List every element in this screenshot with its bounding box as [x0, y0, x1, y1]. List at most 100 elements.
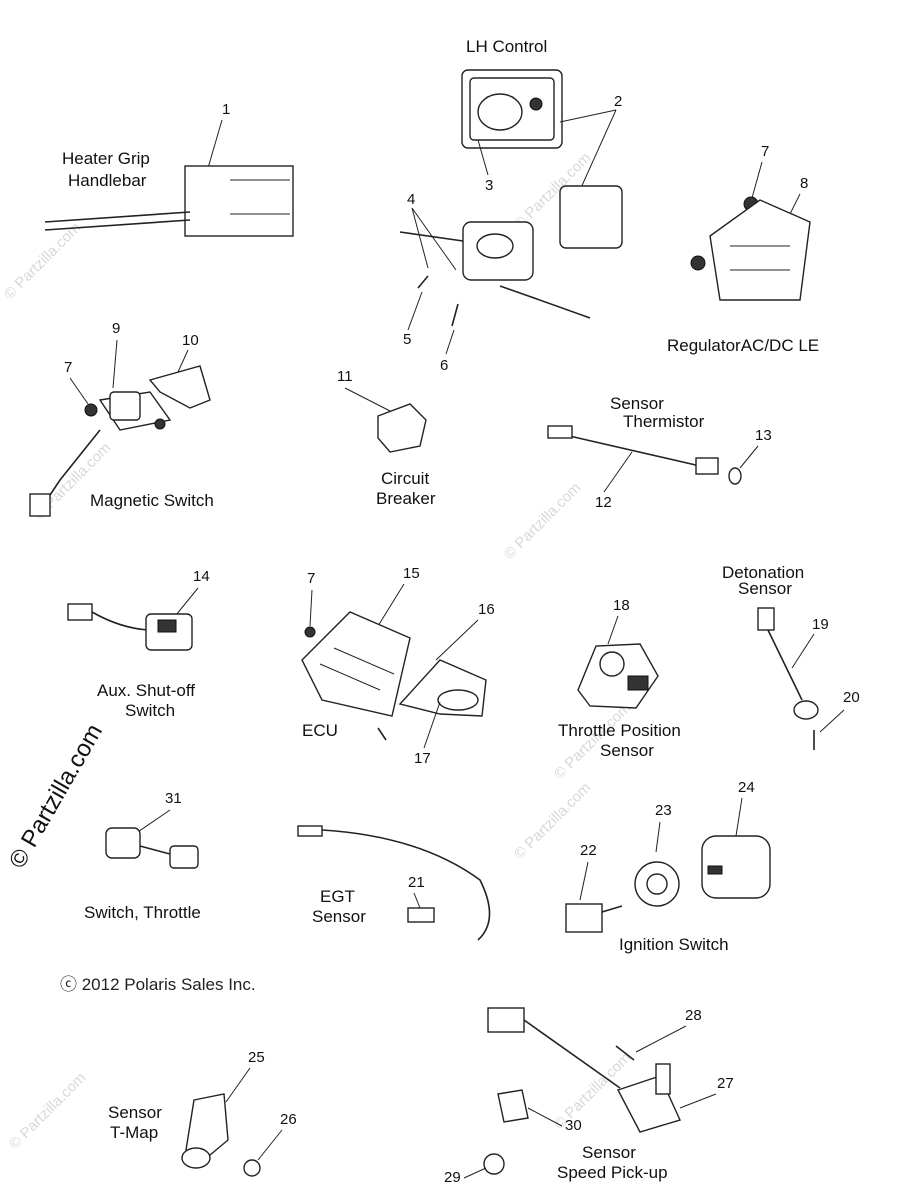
- detonation-plug: [757, 607, 775, 631]
- leader-13: [739, 445, 759, 469]
- speed-bolt: [615, 1045, 635, 1061]
- ecu-label: ECU: [302, 721, 338, 740]
- lh-control-cover: [559, 185, 623, 249]
- leader-21: [413, 892, 421, 909]
- regulator-label: RegulatorAC/DC LE: [667, 336, 819, 355]
- leader-25: [225, 1067, 251, 1103]
- switch-nut: [84, 403, 98, 417]
- leader-7b: [69, 377, 89, 405]
- thermistor-plug: [547, 425, 573, 439]
- copyright-note: ⓒ 2012 Polaris Sales Inc.: [60, 975, 256, 994]
- throttle-switch-wire: [139, 845, 171, 855]
- leader-23: [655, 821, 661, 853]
- aux-label-line2: Switch: [125, 701, 175, 720]
- leader-15: [377, 583, 405, 627]
- thermistor-group: Sensor Thermistor 13 12: [547, 394, 772, 511]
- egt-wire: [321, 829, 491, 941]
- ignition-group: 24 23 22 Ignition Switch: [565, 779, 771, 954]
- callout-17: 17: [414, 750, 431, 767]
- callout-3: 3: [485, 177, 493, 194]
- ecu-group: 7 15 16 ECU 17: [301, 565, 495, 767]
- aux-wire: [91, 611, 149, 631]
- callout-6: 6: [440, 357, 448, 374]
- callout-1: 1: [222, 101, 230, 118]
- callout-20: 20: [843, 689, 860, 706]
- magnetic-switch-group: 9 10 7 Magnetic Switch: [29, 320, 214, 517]
- callout-16: 16: [478, 601, 495, 618]
- lh-control-switch: [477, 93, 523, 131]
- leader-17: [423, 701, 441, 749]
- leader-18: [607, 615, 619, 645]
- leader-20: [819, 709, 845, 733]
- detonation-label-line1: Detonation: [722, 563, 804, 582]
- lh-control-knob: [476, 233, 514, 259]
- lh-control-button: [529, 97, 543, 111]
- callout-2: 2: [614, 93, 622, 110]
- callout-24: 24: [738, 779, 755, 796]
- speed-clip: [497, 1089, 529, 1123]
- speed-plug: [487, 1007, 525, 1033]
- callout-4: 4: [407, 191, 415, 208]
- tmap-flange: [181, 1147, 211, 1169]
- magnetic-switch-label: Magnetic Switch: [90, 491, 214, 510]
- speed-label-line1: Sensor: [582, 1143, 636, 1162]
- brake-lever: [499, 285, 591, 319]
- leader-30: [527, 1107, 563, 1127]
- ecu-ribs: [319, 647, 395, 691]
- leader-12: [603, 451, 633, 493]
- heater-grip-group: Heater Grip Handlebar 1: [44, 101, 294, 237]
- callout-8: 8: [800, 175, 808, 192]
- aux-label-line1: Aux. Shut-off: [97, 681, 195, 700]
- thermistor-wire: [551, 431, 701, 467]
- ignition-keyway: [707, 865, 723, 875]
- leader-6: [445, 329, 455, 355]
- ignition-nut-hole: [646, 873, 668, 895]
- tmap-group: 25 Sensor T-Map 26: [108, 1049, 297, 1177]
- heater-label-line1: Heater Grip: [62, 149, 150, 168]
- callout-10: 10: [182, 332, 199, 349]
- throttle-switch-plug: [169, 845, 199, 869]
- callout-25: 25: [248, 1049, 265, 1066]
- callout-12: 12: [595, 494, 612, 511]
- tps-body: [577, 643, 659, 709]
- ecu-body: [301, 611, 411, 717]
- throttle-switch-body: [105, 827, 141, 859]
- ignition-label: Ignition Switch: [619, 935, 729, 954]
- magnetic-switch-body: [109, 391, 141, 421]
- callout-14: 14: [193, 568, 210, 585]
- detonation-group: Detonation Sensor 19 20: [722, 563, 860, 750]
- tps-group: 18 Throttle Position Sensor: [558, 597, 681, 760]
- leader-3: [477, 139, 489, 176]
- circuit-label-line1: Circuit: [381, 469, 429, 488]
- tps-rotor: [599, 651, 625, 677]
- callout-7-magnetic: 7: [64, 359, 72, 376]
- magnetic-switch-plug: [29, 493, 51, 517]
- leader-1: [207, 119, 223, 169]
- tmap-screw: [243, 1159, 261, 1177]
- leader-22: [579, 861, 589, 901]
- callout-30: 30: [565, 1117, 582, 1134]
- leader-4: [411, 207, 457, 271]
- callout-28: 28: [685, 1007, 702, 1024]
- thermistor-label-line1: Sensor: [610, 394, 664, 413]
- egt-plug: [297, 825, 323, 837]
- speed-clamp: [483, 1153, 505, 1175]
- aux-plug: [67, 603, 93, 621]
- callout-9: 9: [112, 320, 120, 337]
- leader-5: [407, 291, 423, 331]
- callout-31: 31: [165, 790, 182, 807]
- thermistor-label-line2: Thermistor: [623, 412, 705, 431]
- regulator-group: 7 8 RegulatorAC/DC LE: [667, 143, 819, 355]
- callout-7-ecu: 7: [307, 570, 315, 587]
- screw-6: [451, 303, 459, 327]
- lh-control-group: LH Control 2 3 4 5 6: [399, 37, 623, 374]
- leader-10: [177, 349, 189, 373]
- throttle-switch-group: 31 Switch, Throttle: [84, 790, 201, 922]
- screw-5: [417, 275, 429, 289]
- ecu-nut: [304, 626, 316, 638]
- leader-7c: [309, 589, 313, 627]
- leader-24: [735, 797, 743, 837]
- circuit-breaker-group: 11 Circuit Breaker: [337, 368, 436, 508]
- callout-22: 22: [580, 842, 597, 859]
- ignition-key: [565, 903, 603, 933]
